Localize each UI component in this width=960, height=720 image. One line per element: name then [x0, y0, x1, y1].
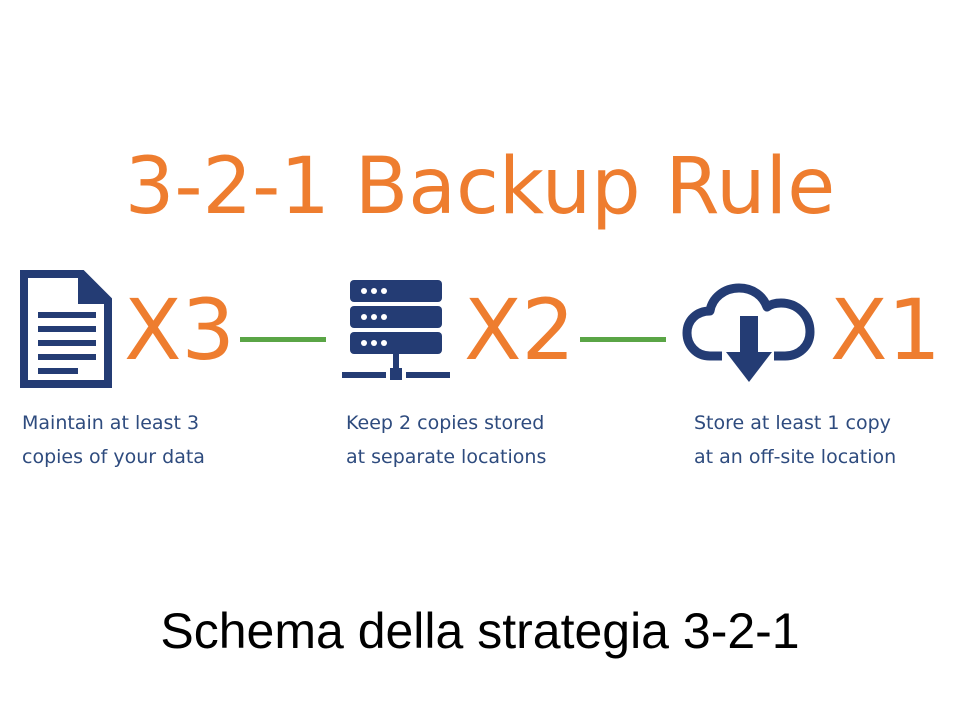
connector-line-2	[580, 337, 666, 342]
multiplier-x2: X2	[464, 281, 575, 379]
slide-caption: Schema della strategia 3-2-1	[160, 603, 800, 659]
document-icon	[20, 270, 112, 388]
cloud-download-icon	[682, 283, 815, 382]
connector-line-1	[240, 337, 326, 342]
multiplier-x1: X1	[830, 281, 941, 379]
step-2-line-1: Keep 2 copies stored	[346, 412, 545, 434]
diagram-title: 3-2-1 Backup Rule	[124, 142, 836, 232]
step-1-line-2: copies of your data	[22, 446, 205, 468]
step-3-line-2: at an off-site location	[694, 446, 897, 468]
step-1-description: Maintain at least 3 copies of your data	[22, 406, 205, 474]
server-icon	[342, 280, 450, 380]
step-3-description: Store at least 1 copy at an off-site loc…	[694, 406, 896, 474]
step-1-line-1: Maintain at least 3	[22, 412, 200, 434]
step-2-description: Keep 2 copies stored at separate locatio…	[346, 406, 546, 474]
multiplier-x3: X3	[124, 281, 235, 379]
step-3-line-1: Store at least 1 copy	[694, 412, 891, 434]
step-2-line-2: at separate locations	[346, 446, 547, 468]
